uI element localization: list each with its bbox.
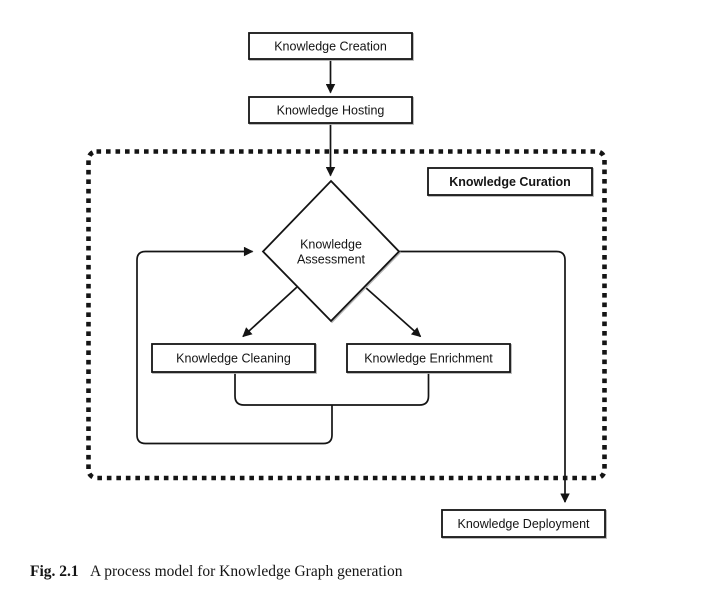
- knowledge-hosting-box: [248, 96, 413, 124]
- knowledge-enrichment-box: [346, 343, 511, 373]
- knowledge-creation-box: [248, 32, 413, 60]
- node-knowledge-hosting: Knowledge Hosting: [248, 96, 413, 124]
- knowledge-deployment-label: Knowledge Deployment: [457, 517, 590, 531]
- knowledge-curation-label: Knowledge Curation: [449, 175, 571, 189]
- node-knowledge-deployment: Knowledge Deployment: [441, 509, 606, 538]
- node-knowledge-curation: Knowledge Curation: [427, 167, 593, 196]
- knowledge-assessment-diamond: [261, 179, 401, 323]
- knowledge-assessment-label-line2: Assessment: [297, 253, 366, 267]
- knowledge-cleaning-label: Knowledge Cleaning: [176, 352, 291, 366]
- edge-assessment-to-deployment: [399, 250, 570, 503]
- knowledge-creation-label: Knowledge Creation: [274, 40, 387, 54]
- figure-caption: A process model for Knowledge Graph gene…: [90, 563, 403, 580]
- knowledge-cleaning-box: [151, 343, 316, 373]
- edge-assessment-to-enrichment: [364, 286, 422, 338]
- curation-region-border: [86, 149, 607, 481]
- node-knowledge-assessment: Knowledge Assessment: [261, 179, 401, 323]
- edge-feedback-loop-to-assessment: [136, 246, 333, 445]
- connector-cleaning-enrichment-join: [234, 372, 430, 406]
- knowledge-assessment-label-line1: Knowledge: [300, 238, 362, 252]
- node-knowledge-enrichment: Knowledge Enrichment: [346, 343, 511, 373]
- knowledge-deployment-box: [441, 509, 606, 538]
- node-knowledge-cleaning: Knowledge Cleaning: [151, 343, 316, 373]
- knowledge-hosting-label: Knowledge Hosting: [277, 104, 385, 118]
- edge-assessment-to-cleaning: [242, 286, 298, 338]
- node-knowledge-creation: Knowledge Creation: [248, 32, 413, 60]
- knowledge-curation-box: [427, 167, 593, 196]
- figure-number: Fig. 2.1: [30, 563, 79, 580]
- knowledge-enrichment-label: Knowledge Enrichment: [364, 352, 493, 366]
